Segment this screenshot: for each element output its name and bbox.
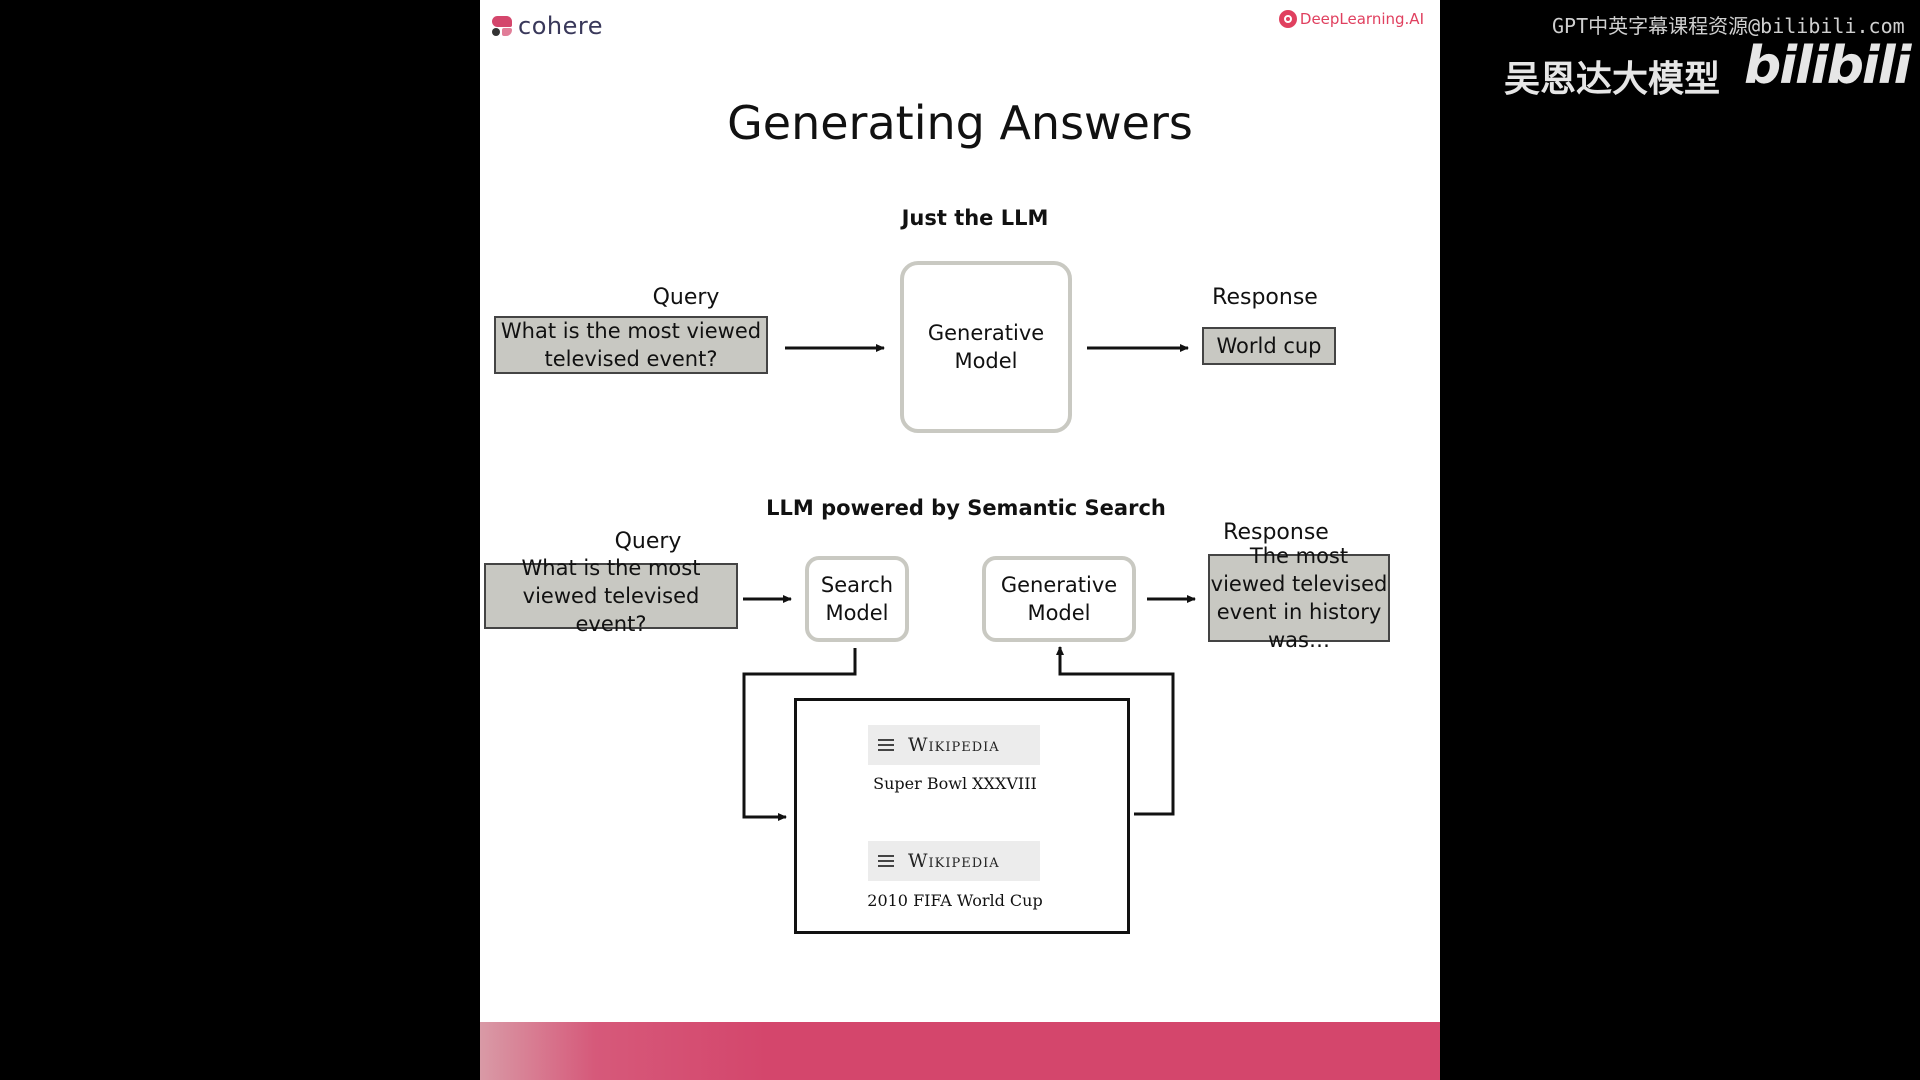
top-generative-model-text: Generative Model (927, 321, 1045, 373)
wikipedia-brand-2: Wikipedia (908, 850, 1000, 872)
wikipedia-article-2: 2010 FIFA World Cup (867, 891, 1043, 910)
diagram-connectors (742, 344, 1196, 821)
cohere-logo-text: cohere (518, 12, 603, 40)
wikipedia-header-2: Wikipedia (868, 841, 1040, 881)
top-generative-model-box: Generative Model (900, 261, 1072, 433)
channel-name-text: 吴恩达大模型 (1504, 59, 1721, 100)
top-query-label: Query (652, 285, 720, 310)
wikipedia-header-1: Wikipedia (868, 725, 1040, 765)
arrow-search-to-documents (742, 648, 857, 821)
top-response-box: World cup (1202, 327, 1336, 365)
search-model-box: Search Model (805, 556, 909, 642)
slide-title: Generating Answers (727, 96, 1193, 150)
cohere-logo: cohere (492, 12, 603, 40)
bilibili-logo: bilibili (1744, 36, 1911, 96)
arrow-documents-to-generative (1056, 646, 1175, 816)
bottom-response-text: The most viewed televised event in histo… (1210, 544, 1388, 652)
deeplearning-logo-icon (1278, 10, 1297, 28)
bottom-query-text: What is the most viewed televised event? (521, 556, 701, 636)
retrieved-documents-box: Wikipedia Super Bowl XXXVIII Wikipedia 2… (794, 698, 1130, 934)
bottom-response-label: Response (1223, 520, 1329, 545)
top-section-title: Just the LLM (901, 206, 1049, 230)
subtitle-credit-text: GPT中英字幕课程资源@bilibili.com (1552, 14, 1905, 38)
cohere-logo-icon (492, 16, 512, 36)
bottom-query-label: Query (614, 529, 682, 554)
bottom-response-box: The most viewed televised event in histo… (1208, 544, 1390, 652)
search-model-text: Search Model (820, 573, 894, 625)
bottom-generative-model-text: Generative Model (1000, 573, 1118, 625)
wikipedia-article-1: Super Bowl XXXVIII (873, 774, 1037, 793)
slide: cohere DeepLearning.AI Generating Answer… (480, 0, 1440, 1080)
wikipedia-brand-1: Wikipedia (908, 734, 1000, 756)
deeplearning-logo: DeepLearning.AI (1278, 10, 1424, 28)
top-response-label: Response (1212, 285, 1318, 310)
menu-icon (878, 855, 894, 867)
footer-accent-bar (480, 1022, 1440, 1080)
deeplearning-logo-text: DeepLearning.AI (1299, 10, 1424, 28)
bottom-generative-model-box: Generative Model (982, 556, 1136, 642)
top-query-text: What is the most viewed televised event? (500, 319, 762, 371)
bottom-query-box: What is the most viewed televised event? (484, 556, 738, 636)
menu-icon (878, 739, 894, 751)
top-query-box: What is the most viewed televised event? (494, 316, 768, 374)
bottom-section-title: LLM powered by Semantic Search (766, 496, 1166, 520)
top-response-text: World cup (1216, 334, 1322, 358)
